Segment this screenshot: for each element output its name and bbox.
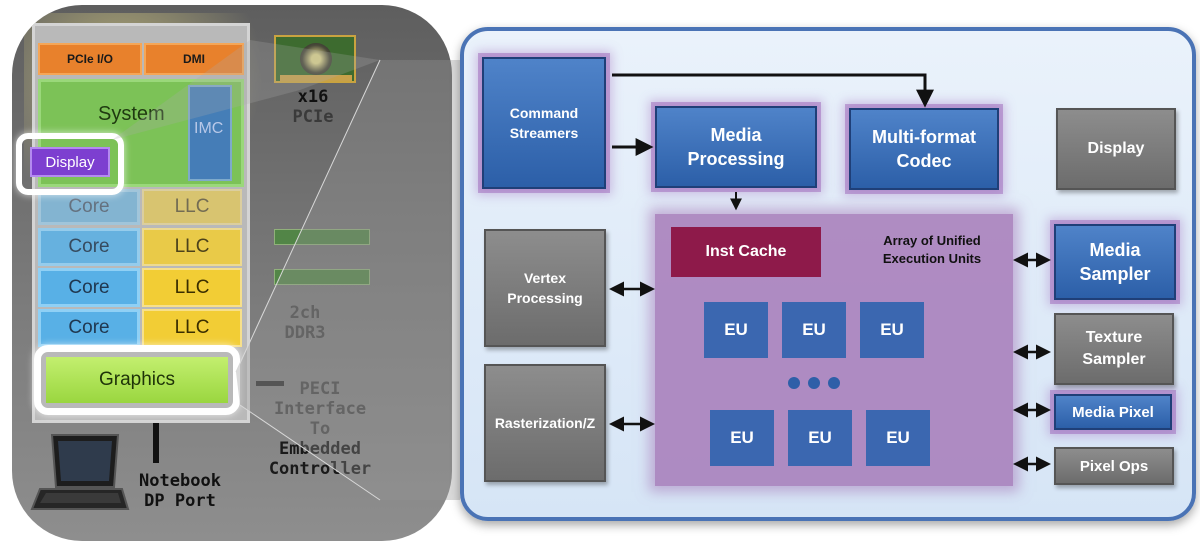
eu-block: EU: [710, 410, 774, 466]
dp-connector-line: [153, 423, 159, 463]
ddr-channels-label: 2ch: [289, 303, 321, 323]
peci-label-line2: Interface: [273, 399, 367, 419]
notebook-label: Notebook: [139, 471, 221, 491]
dmi-block: DMI: [144, 43, 244, 75]
pcie-label: PCIe: [292, 107, 334, 127]
llc-label: LLC: [174, 317, 210, 338]
imc-block: [188, 85, 232, 181]
core-label: Core: [68, 236, 110, 257]
eu-label: EU: [880, 320, 904, 339]
vertex-label-line1: Vertex: [523, 270, 567, 286]
peci-label-line5: Controller: [268, 459, 372, 479]
card-connector: [280, 75, 352, 81]
core-block-4: Core: [38, 309, 140, 347]
display-block-right: Display: [1056, 108, 1176, 190]
ddr3-label: DDR3: [284, 323, 326, 343]
llc-label: LLC: [174, 276, 210, 298]
eu-block: EU: [866, 410, 930, 466]
core-block-1: Core: [38, 189, 140, 225]
dmi-label: DMI: [183, 52, 205, 66]
dp-port-label: DP Port: [144, 491, 216, 511]
processor-die-panel: PCIe I/O DMI System IMC Core LLC Core LL…: [12, 5, 452, 541]
command-streamers-label-line1: Command: [509, 105, 579, 121]
ellipsis-dot: [828, 377, 840, 389]
llc-label: LLC: [174, 236, 210, 257]
peci-label-line3: To: [309, 419, 331, 439]
peci-label-line4: Embedded: [279, 439, 361, 459]
texture-sampler-label-line1: Texture: [1085, 329, 1143, 346]
system-label: System: [98, 103, 165, 125]
eu-array-label-line1: Array of Unified: [883, 233, 981, 248]
eu-block: EU: [704, 302, 768, 358]
media-pixel-label: Media Pixel: [1072, 403, 1154, 421]
eu-label: EU: [724, 320, 748, 339]
core-label: Core: [68, 276, 110, 298]
command-streamers-label-line2: Streamers: [509, 125, 579, 141]
eu-label: EU: [808, 428, 832, 447]
graphics-block: Graphics: [46, 357, 228, 403]
pcie-x16-label: x16: [297, 87, 329, 107]
media-sampler-label-line2: Sampler: [1079, 264, 1151, 284]
pixel-ops-block: Pixel Ops: [1054, 447, 1174, 485]
media-processing-label-line2: Processing: [687, 149, 785, 169]
llc-block-4: LLC: [142, 309, 242, 347]
ellipsis-dot: [808, 377, 820, 389]
codec-label-line1: Multi-format: [872, 127, 976, 147]
eu-block: EU: [782, 302, 846, 358]
llc-block-2: LLC: [142, 228, 242, 266]
pcie-io-label: PCIe I/O: [66, 52, 113, 66]
media-pixel-block: Media Pixel: [1054, 394, 1172, 430]
graphics-highlight-frame: [34, 345, 240, 415]
eu-label: EU: [886, 428, 910, 447]
display-block: Display: [30, 147, 110, 177]
display-highlight-frame: [16, 133, 124, 195]
pcie-card-image: [274, 35, 356, 83]
eu-label: EU: [730, 428, 754, 447]
inst-cache-label: Inst Cache: [705, 243, 787, 260]
core-block-2: Core: [38, 228, 140, 266]
media-processing-label-line1: Media: [710, 125, 762, 145]
media-sampler-label-line1: Media: [1089, 240, 1141, 260]
eu-block: EU: [788, 410, 852, 466]
display-label: Display: [45, 153, 95, 171]
inst-cache-block: Inst Cache: [671, 227, 821, 277]
rasterization-label: Rasterization/Z: [494, 415, 596, 431]
ellipsis-dot: [788, 377, 800, 389]
codec-label-line2: Codec: [896, 151, 952, 171]
display-label-right: Display: [1087, 140, 1145, 157]
pcie-io-block: PCIe I/O: [38, 43, 142, 75]
core-label: Core: [68, 317, 110, 338]
pixel-ops-label: Pixel Ops: [1079, 457, 1149, 475]
eu-label: EU: [802, 320, 826, 339]
core-block-3: Core: [38, 268, 140, 307]
texture-sampler-label-line2: Sampler: [1082, 351, 1146, 368]
core-label: Core: [68, 196, 110, 217]
llc-label: LLC: [174, 196, 210, 217]
laptop-icon: [30, 433, 130, 515]
gpu-fan-icon: [300, 43, 332, 75]
ram-stick-2: [274, 269, 370, 285]
eu-block: EU: [860, 302, 924, 358]
imc-label: IMC: [194, 120, 224, 137]
vertex-label-line2: Processing: [507, 290, 583, 306]
llc-block-3: LLC: [142, 268, 242, 307]
eu-array-label-line2: Execution Units: [882, 251, 982, 266]
graphics-label: Graphics: [98, 369, 176, 390]
ram-stick-1: [274, 229, 370, 245]
peci-label-line1: PECI: [299, 379, 341, 399]
peci-connector: [256, 381, 284, 386]
rasterization-block: Rasterization/Z: [484, 364, 606, 482]
llc-block-1: LLC: [142, 189, 242, 225]
